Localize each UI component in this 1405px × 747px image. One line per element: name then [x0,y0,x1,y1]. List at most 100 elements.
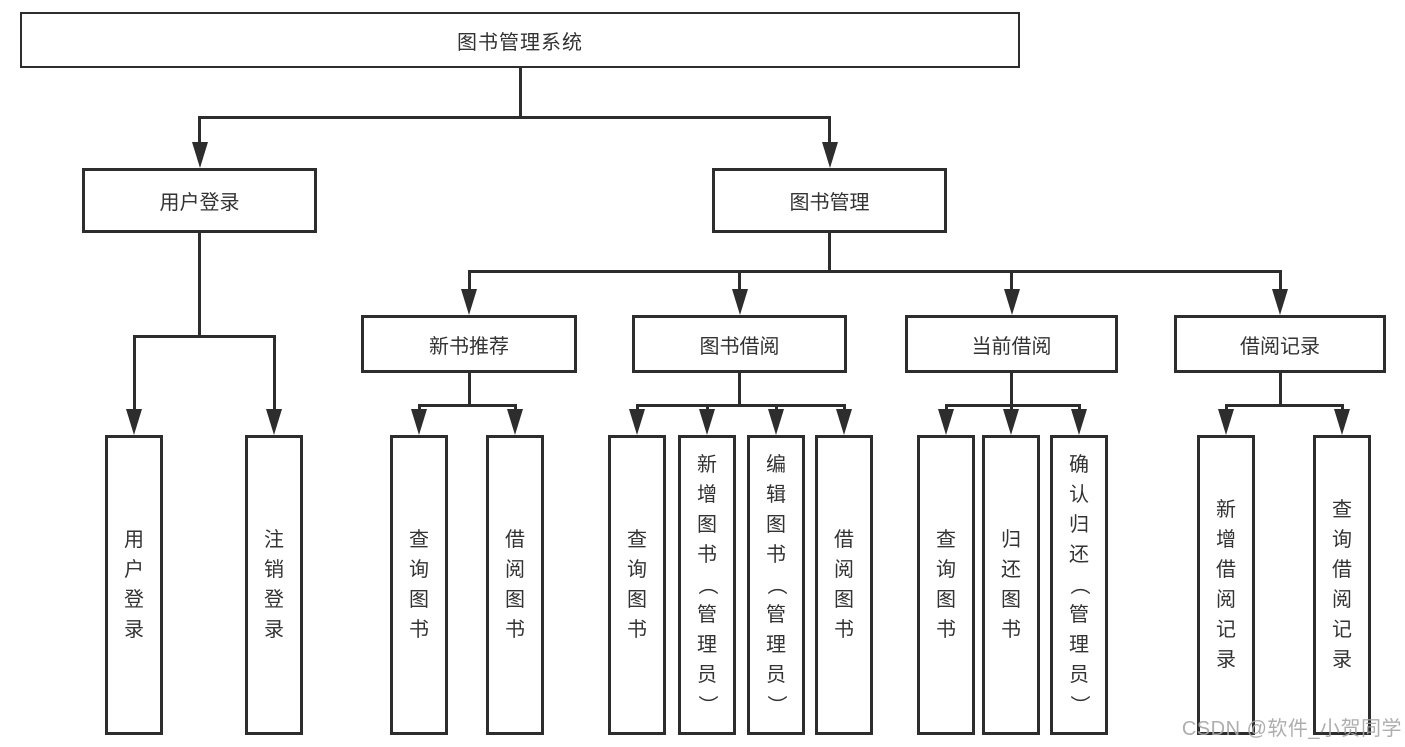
connector-hline [467,269,1282,273]
vertical-char: （ [765,575,787,595]
node-borrow-books-borrow: 借阅图书 [815,435,873,735]
vertical-char: 编 [766,454,786,476]
connector-hline [635,403,846,407]
arrowhead-down-icon [1003,409,1019,435]
vertical-char: 确 [1069,454,1089,476]
vertical-char: 书 [834,619,854,641]
arrowhead-down-icon [1003,289,1020,315]
connector-hline [132,334,276,338]
vertical-char: ） [1068,695,1090,715]
vertical-char: 借 [834,529,854,551]
node-label: 图书管理 [789,192,870,214]
connector-vline [1009,404,1013,413]
node-confirm-return-admin: 确认归还（管理员） [1050,435,1108,735]
node-query-books-borrow: 查询图书 [608,435,666,735]
node-label: 查询图书 [409,525,429,645]
watermark: CSDN @软件_小贺同学 [1181,718,1402,740]
connector-hline [198,115,831,119]
node-label: 用户登录 [124,525,144,645]
node-label: 查询借阅记录 [1332,495,1352,675]
node-query-books-newbook: 查询图书 [390,435,448,735]
vertical-char: （ [1068,575,1090,595]
vertical-char: 户 [124,559,144,581]
vertical-char: 还 [1069,544,1089,566]
node-label: 借阅记录 [1240,335,1320,358]
node-library-management-system: 图书管理系统 [20,12,1020,68]
connector-hline [944,403,1081,407]
arrowhead-down-icon [1071,409,1087,435]
node-add-books-admin: 新增图书（管理员） [678,435,736,735]
vertical-char: 认 [1069,484,1089,506]
arrowhead-down-icon [836,409,852,435]
connector-vline [198,231,201,338]
arrowhead-down-icon [731,289,748,315]
vertical-char: 理 [1069,634,1089,656]
vertical-char: 图 [766,514,786,536]
connector-vline [944,404,948,413]
vertical-char: 图 [1001,589,1021,611]
node-label: 当前借阅 [971,335,1052,358]
node-label: 确认归还（管理员） [1068,450,1090,720]
connector-vline [467,271,471,293]
node-label: 借阅图书 [505,525,525,645]
connector-vline [705,404,709,413]
connector-vline [1278,371,1282,406]
node-label: 归还图书 [1001,525,1021,645]
connector-vline [774,404,778,413]
connector-vline [132,336,136,414]
node-book-management: 图书管理 [712,168,947,233]
connector-vline [518,66,522,119]
vertical-char: 录 [1216,649,1236,671]
connector-vline [1340,404,1344,413]
node-user-login-action: 用户登录 [105,435,163,735]
vertical-char: 新 [1216,499,1236,521]
vertical-char: 理 [766,634,786,656]
vertical-char: 归 [1069,514,1089,536]
vertical-char: 理 [697,634,717,656]
vertical-char: 图 [936,589,956,611]
connector-vline [738,271,741,293]
node-edit-books-admin: 编辑图书（管理员） [747,435,805,735]
vertical-char: 书 [1001,619,1021,641]
vertical-char: 询 [1332,529,1352,551]
connector-vline [467,371,471,406]
arrowhead-down-icon [191,142,208,168]
vertical-char: 书 [627,619,647,641]
vertical-char: 书 [409,619,429,641]
connector-vline [513,404,517,413]
vertical-char: 录 [124,619,144,641]
arrowhead-down-icon [699,409,715,435]
vertical-char: 询 [409,559,429,581]
node-book-borrow: 图书借阅 [632,315,847,373]
vertical-char: 记 [1332,619,1352,641]
connector-vline [1077,404,1081,413]
node-add-borrow-record: 新增借阅记录 [1197,435,1255,735]
node-return-books: 归还图书 [982,435,1040,735]
vertical-char: 查 [409,529,429,551]
arrowhead-down-icon [126,409,142,435]
node-logout-action: 注销登录 [245,435,303,735]
connector-vline [828,117,831,146]
node-label: 借阅图书 [834,525,854,645]
arrowhead-down-icon [1334,409,1350,435]
node-borrow-books-newbook: 借阅图书 [486,435,544,735]
vertical-char: （ [696,575,718,595]
vertical-char: 阅 [505,559,525,581]
node-label: 查询图书 [936,525,956,645]
connector-vline [1010,271,1013,293]
vertical-char: 借 [1216,559,1236,581]
vertical-char: 书 [936,619,956,641]
vertical-char: 录 [1332,649,1352,671]
node-label: 图书管理系统 [457,31,583,54]
vertical-char: 员 [1069,664,1089,686]
vertical-char: 注 [264,529,284,551]
vertical-char: 查 [936,529,956,551]
vertical-char: 图 [409,589,429,611]
arrowhead-down-icon [461,289,477,315]
node-label: 用户登录 [159,192,240,214]
vertical-char: 借 [505,529,525,551]
arrowhead-down-icon [411,409,427,435]
vertical-char: 新 [697,454,717,476]
node-new-book-recommend: 新书推荐 [361,315,577,373]
